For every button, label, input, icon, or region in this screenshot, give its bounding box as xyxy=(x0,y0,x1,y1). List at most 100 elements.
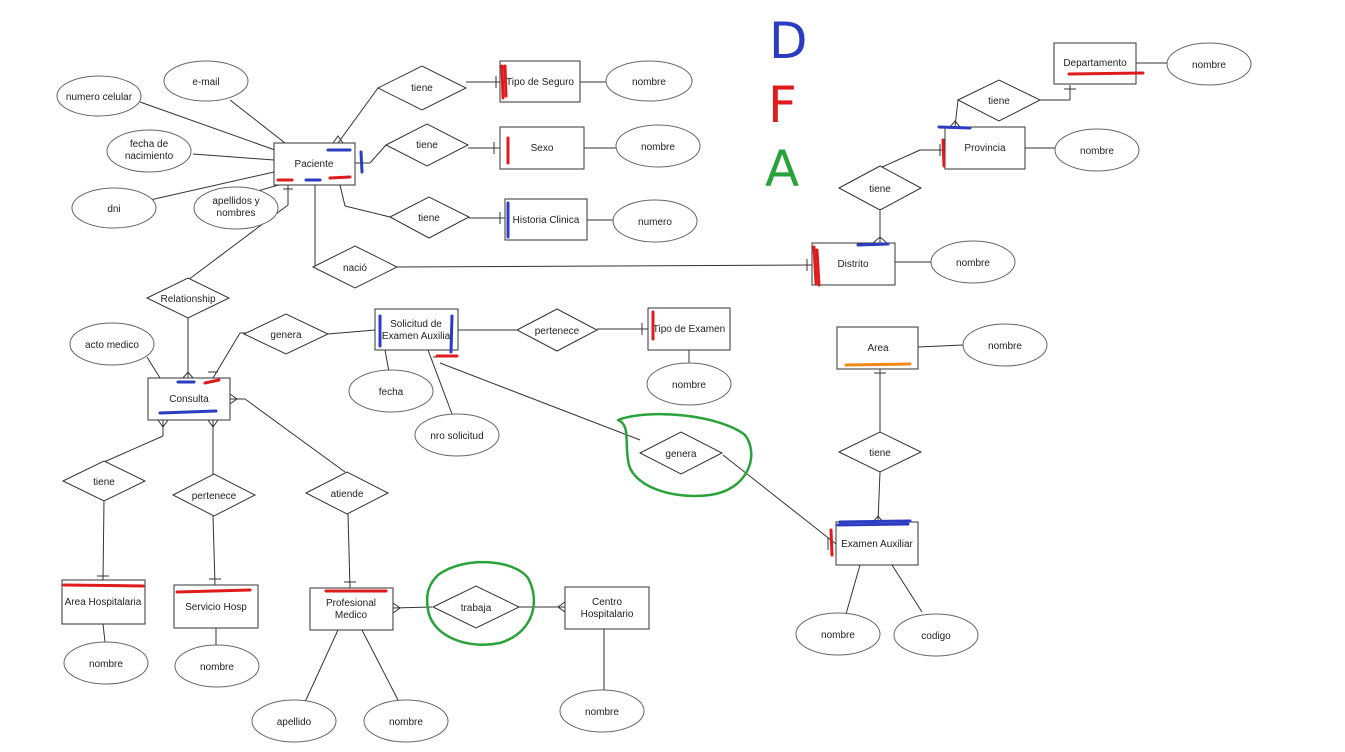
attribute-label: nombre xyxy=(89,659,123,670)
entity-distrito[interactable]: Distrito xyxy=(811,242,896,286)
attribute-label: nombre xyxy=(200,662,234,673)
entity-area[interactable]: Area xyxy=(836,326,919,370)
entity-label: Servicio Hosp xyxy=(185,602,247,613)
attribute-email[interactable]: e-mail xyxy=(163,60,249,102)
relationship-label: tiene xyxy=(416,140,438,151)
entity-label: Distrito xyxy=(837,259,869,270)
entity-label: Tipo de Examen xyxy=(653,324,725,335)
relationship-tiene-seguro[interactable]: tiene xyxy=(376,65,468,111)
entity-label: Departamento xyxy=(1063,58,1127,69)
attribute-label-line1: apellidos y xyxy=(212,196,259,207)
attribute-historia-numero[interactable]: numero xyxy=(612,199,698,243)
entity-label: Area Hospitalaria xyxy=(65,597,142,608)
attribute-numero-celular[interactable]: numero celular xyxy=(56,75,142,117)
relationship-genera-solicitud[interactable]: genera xyxy=(242,313,330,355)
entity-label-line1: Solicitud de xyxy=(390,319,442,330)
attribute-label: codigo xyxy=(921,631,951,642)
attribute-fecha-nacimiento[interactable]: fecha de nacimiento xyxy=(106,129,192,173)
blue-marks xyxy=(158,125,972,527)
entity-label: Consulta xyxy=(169,394,209,405)
attribute-tipo-examen-nombre[interactable]: nombre xyxy=(646,362,732,406)
entity-label: Sexo xyxy=(531,143,554,154)
entity-label: Area xyxy=(867,343,889,354)
entity-centro-hospitalario[interactable]: Centro Hospitalario xyxy=(564,586,650,630)
attribute-departamento-nombre[interactable]: nombre xyxy=(1166,42,1252,86)
entity-historia-clinica[interactable]: Historia Clinica xyxy=(504,198,588,241)
relationship-relationship[interactable]: Relationship xyxy=(145,277,231,319)
relationship-tiene-area[interactable]: tiene xyxy=(837,431,923,473)
relationship-pertenece-servicio[interactable]: pertenece xyxy=(171,473,257,517)
attribute-label-line2: nombres xyxy=(217,208,256,219)
attribute-acto-medico[interactable]: acto medico xyxy=(69,322,155,366)
relationship-tiene-departamento[interactable]: tiene xyxy=(956,79,1042,122)
attribute-provincia-nombre[interactable]: nombre xyxy=(1054,128,1140,172)
attribute-label: e-mail xyxy=(192,77,219,88)
attribute-label-line1: fecha de xyxy=(130,139,169,150)
attribute-label: acto medico xyxy=(85,340,139,351)
attribute-label: numero xyxy=(638,217,672,228)
relationship-pertenece-tipo[interactable]: pertenece xyxy=(515,308,599,352)
connector-lines xyxy=(97,62,1170,703)
attribute-centro-nombre[interactable]: nombre xyxy=(559,689,645,733)
attribute-label: apellido xyxy=(277,717,312,728)
dfa-legend: D F A xyxy=(765,12,808,198)
entity-tipo-de-seguro[interactable]: Tipo de Seguro xyxy=(499,60,581,103)
attribute-label: nombre xyxy=(1080,146,1114,157)
entity-label: Paciente xyxy=(295,159,334,170)
legend-letter-d: D xyxy=(769,12,808,70)
entity-departamento[interactable]: Departamento xyxy=(1053,42,1137,85)
relationship-label: pertenece xyxy=(535,326,580,337)
relationship-tiene-area-hosp[interactable]: tiene xyxy=(61,460,147,502)
relationship-label: atiende xyxy=(331,489,364,500)
attribute-label: nombre xyxy=(956,258,990,269)
entity-label: Tipo de Seguro xyxy=(506,77,574,88)
relationship-genera-examen[interactable]: genera xyxy=(638,431,724,475)
attribute-label: dni xyxy=(107,204,120,215)
relationship-label: Relationship xyxy=(160,294,215,305)
relationship-label: tiene xyxy=(411,83,433,94)
attribute-area-hosp-nombre[interactable]: nombre xyxy=(63,641,149,685)
entity-label: Historia Clinica xyxy=(513,215,580,226)
attribute-label: numero celular xyxy=(66,92,133,103)
attribute-apellidos-nombres[interactable]: apellidos y nombres xyxy=(193,186,279,230)
relationship-label: nació xyxy=(343,263,367,274)
relationship-label: tiene xyxy=(988,96,1010,107)
relationship-trabaja[interactable]: trabaja xyxy=(431,585,521,629)
attribute-label: fecha xyxy=(379,387,404,398)
attribute-dni[interactable]: dni xyxy=(71,187,157,229)
attribute-label: nombre xyxy=(641,142,675,153)
relationship-atiende[interactable]: atiende xyxy=(304,471,390,515)
attribute-distrito-nombre[interactable]: nombre xyxy=(930,240,1016,284)
attribute-label: nombre xyxy=(632,77,666,88)
attribute-fecha[interactable]: fecha xyxy=(348,369,434,413)
entity-provincia[interactable]: Provincia xyxy=(944,126,1026,170)
attribute-servicio-nombre[interactable]: nombre xyxy=(174,644,260,688)
entity-label-line1: Profesional xyxy=(326,598,376,609)
entity-sexo[interactable]: Sexo xyxy=(499,126,585,170)
attribute-examen-codigo[interactable]: codigo xyxy=(893,613,979,657)
attribute-nro-solicitud[interactable]: nro solicitud xyxy=(414,413,500,457)
relationship-tiene-historia[interactable]: tiene xyxy=(388,196,471,239)
red-marks xyxy=(62,64,1145,594)
entity-tipo-de-examen[interactable]: Tipo de Examen xyxy=(647,307,731,351)
relationship-label: tiene xyxy=(93,477,115,488)
attribute-apellido[interactable]: apellido xyxy=(251,699,337,743)
entity-label-line2: Medico xyxy=(335,610,368,621)
attribute-examen-nombre[interactable]: nombre xyxy=(795,612,881,656)
entity-profesional-medico[interactable]: Profesional Medico xyxy=(309,587,394,631)
attribute-sexo-nombre[interactable]: nombre xyxy=(615,124,701,168)
entity-examen-auxiliar[interactable]: Examen Auxiliar xyxy=(835,521,919,566)
attribute-profesional-nombre[interactable]: nombre xyxy=(363,699,449,743)
attribute-label: nombre xyxy=(672,380,706,391)
attribute-tipo-seguro-nombre[interactable]: nombre xyxy=(605,60,693,102)
relationship-label: genera xyxy=(665,449,697,460)
relationship-tiene-provincia[interactable]: tiene xyxy=(837,165,923,211)
attribute-label: nombre xyxy=(988,341,1022,352)
relationship-label: tiene xyxy=(869,184,891,195)
relationship-nacio[interactable]: nació xyxy=(311,245,399,289)
relationship-label: pertenece xyxy=(192,491,237,502)
attribute-label: nombre xyxy=(1192,60,1226,71)
attribute-area-nombre[interactable]: nombre xyxy=(962,323,1048,367)
entity-solicitud-examen-auxiliar[interactable]: Solicitud de Examen Auxilia xyxy=(374,308,459,351)
relationship-tiene-sexo[interactable]: tiene xyxy=(384,123,470,167)
